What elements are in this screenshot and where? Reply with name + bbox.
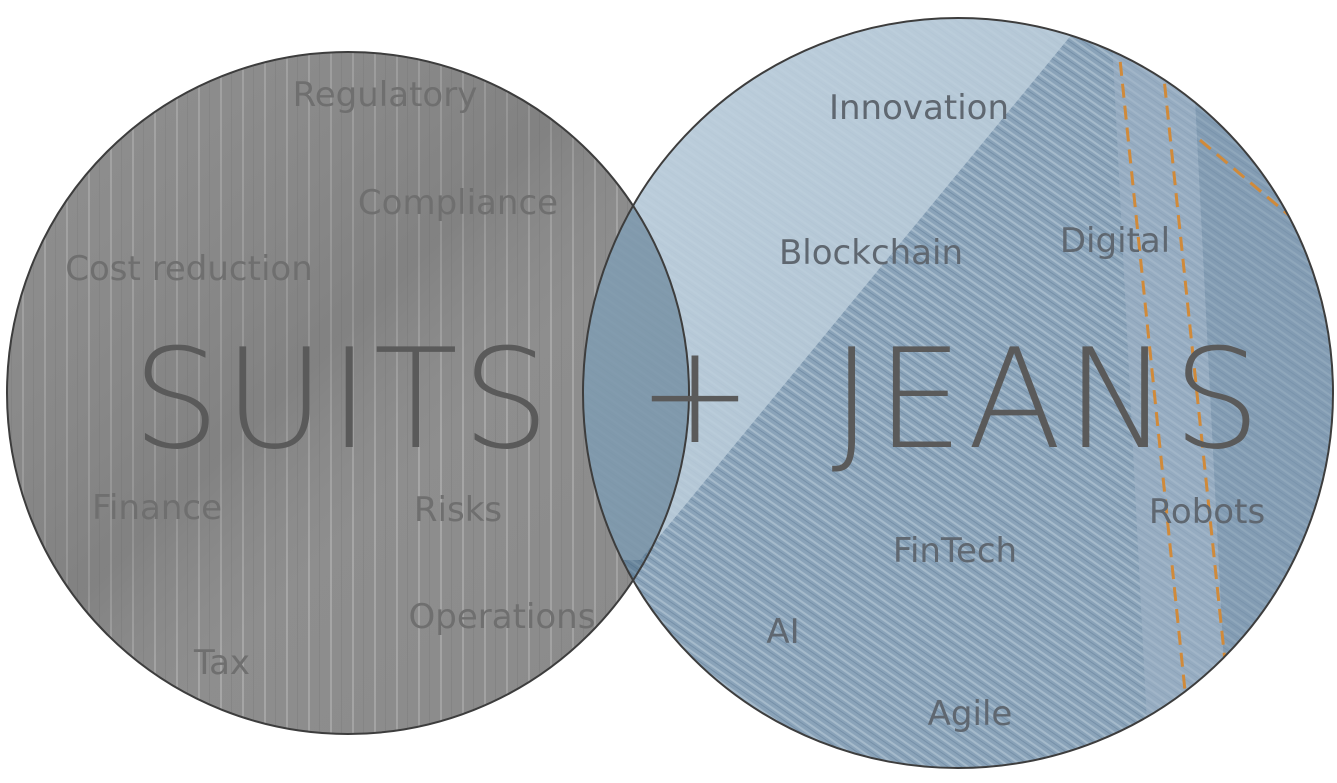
jeans-title: JEANS xyxy=(831,319,1264,480)
left-circle-outline xyxy=(6,51,690,735)
term-regulatory: Regulatory xyxy=(293,75,478,115)
term-compliance: Compliance xyxy=(358,183,558,223)
term-blockchain: Blockchain xyxy=(779,233,963,273)
term-agile: Agile xyxy=(928,694,1013,734)
term-digital: Digital xyxy=(1060,221,1170,261)
left-circle xyxy=(7,52,689,734)
right-circle-outline xyxy=(582,17,1334,769)
term-fintech: FinTech xyxy=(893,531,1017,571)
term-operations: Operations xyxy=(409,597,596,637)
term-innovation: Innovation xyxy=(829,88,1009,128)
term-finance: Finance xyxy=(92,488,222,528)
term-robots: Robots xyxy=(1149,492,1265,532)
term-risks: Risks xyxy=(414,490,502,530)
term-ai: AI xyxy=(766,612,799,652)
term-tax: Tax xyxy=(193,643,250,683)
plus-connector: + xyxy=(637,314,753,475)
term-cost-reduction: Cost reduction xyxy=(65,249,313,289)
suits-title: SUITS xyxy=(132,319,553,480)
